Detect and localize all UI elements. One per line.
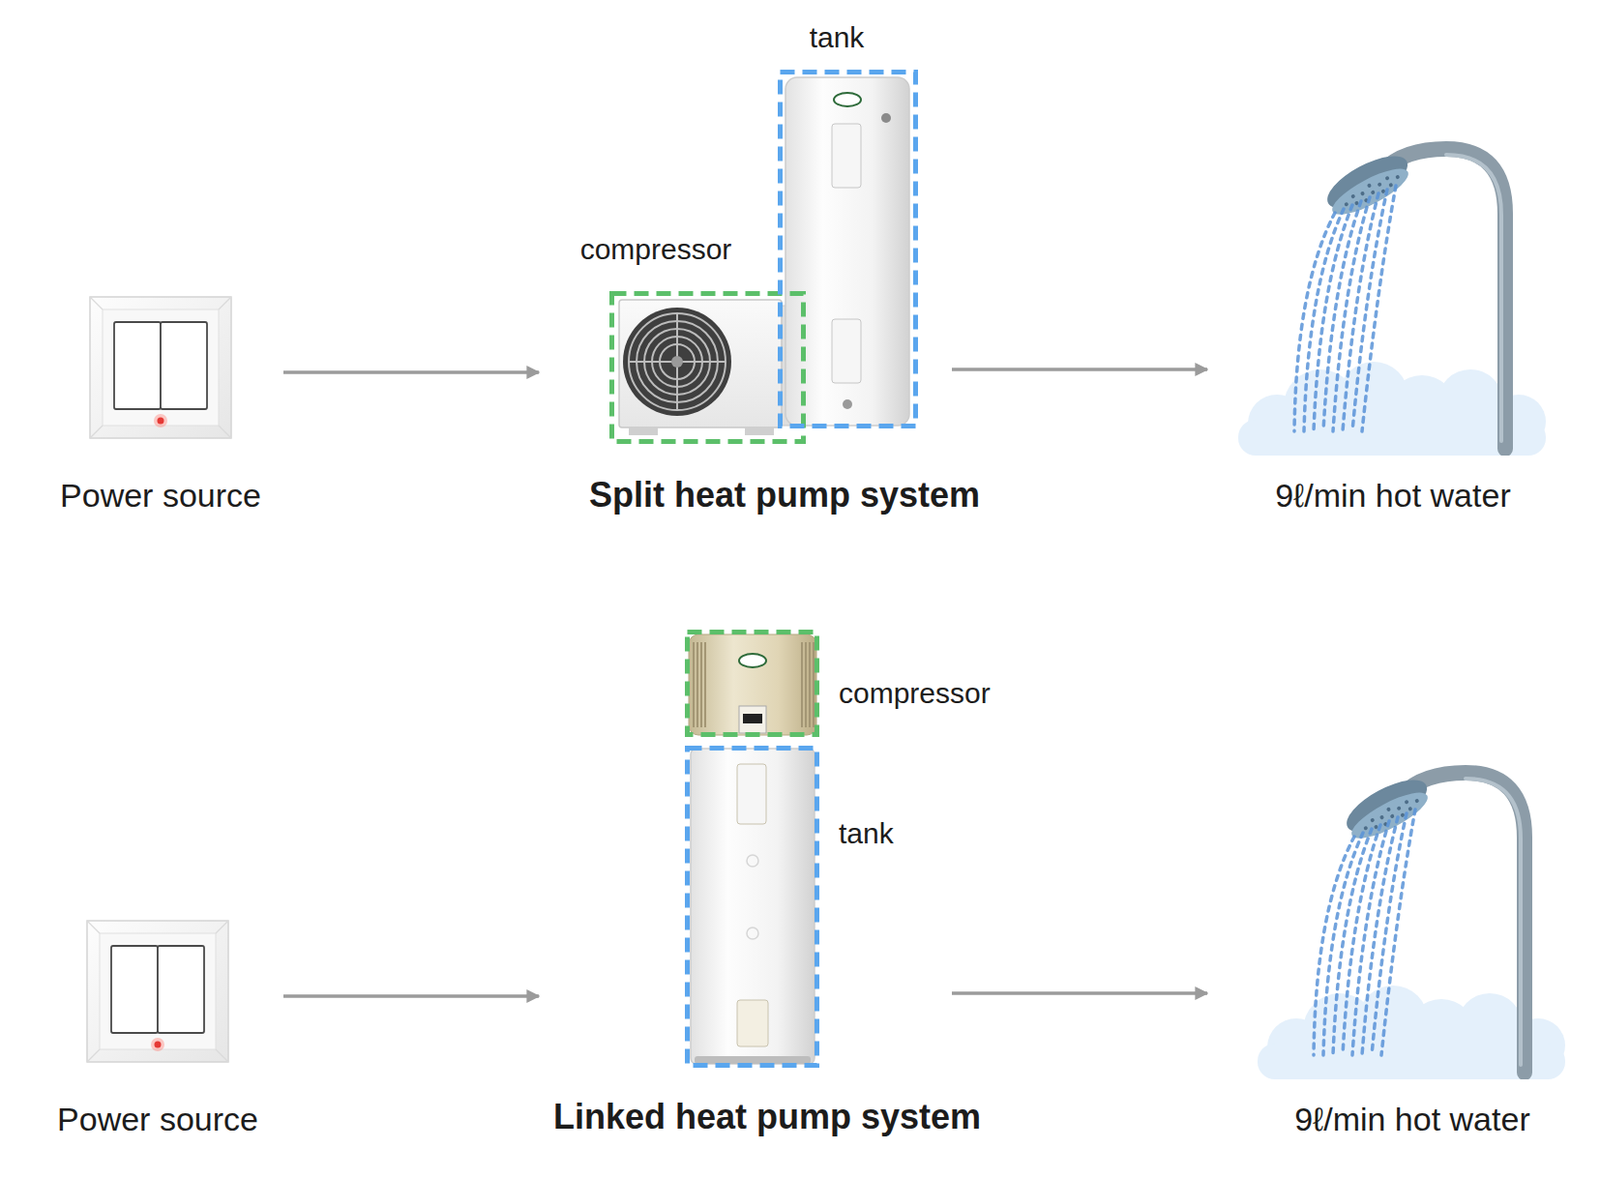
side-grille: [799, 642, 815, 728]
system-title: Split heat pump system: [589, 474, 980, 516]
shower-icon: [1238, 146, 1546, 456]
dashed-border: [687, 748, 818, 1067]
node-label: Power source: [59, 475, 262, 516]
heat-pump-top: [688, 634, 817, 736]
display: [742, 713, 763, 724]
flow-arrow: [283, 370, 539, 375]
access-panel: [737, 764, 767, 825]
system-group: Linked heat pump systemcompressortank: [538, 609, 952, 1137]
hot-water-output: 9ℓ/min hot water: [1207, 759, 1575, 1147]
unit-foot: [744, 427, 774, 436]
dashed-border: [612, 294, 804, 443]
port: [746, 855, 759, 867]
node-label: 9ℓ/min hot water: [1294, 1099, 1530, 1140]
port: [746, 927, 759, 940]
control-panel: [739, 706, 767, 734]
access-panel: [831, 123, 861, 188]
side-grille: [690, 642, 707, 728]
flow-arrow: [951, 991, 1208, 996]
outdoor-unit: [619, 299, 800, 436]
access-panel: [831, 319, 861, 384]
dashed-outline: [684, 629, 820, 738]
compressor-box: compressor: [609, 291, 806, 445]
brand-badge: [833, 92, 861, 107]
unit-body: [619, 299, 782, 428]
linked-unit: [688, 634, 817, 1065]
fan-hub: [671, 355, 683, 368]
hot-water-output: 9ℓ/min hot water: [1207, 135, 1575, 523]
shower-icon: [1257, 770, 1566, 1080]
node-label: Power source: [57, 1099, 259, 1140]
node-label: tank: [809, 20, 865, 56]
tank-body: [690, 748, 815, 1065]
node-label: compressor: [838, 676, 991, 712]
node-label: compressor: [580, 232, 733, 267]
brand-badge: [739, 653, 767, 668]
system-group: Split heat pump systemcompressortank: [538, 19, 952, 533]
node-label: 9ℓ/min hot water: [1274, 475, 1511, 516]
unit-foot: [628, 427, 658, 436]
flow-arrow: [951, 367, 1208, 372]
tank-box: tank: [684, 745, 820, 1068]
node-label: tank: [838, 816, 894, 852]
switch-icon: [87, 920, 229, 1063]
dashed-outline: [609, 291, 806, 445]
grille-rings: [628, 313, 726, 411]
tank-base: [694, 1056, 811, 1065]
access-panel: [737, 1000, 769, 1047]
dashed-outline: [777, 69, 919, 429]
switch-icon: [89, 296, 232, 439]
tank-box: tank: [777, 69, 919, 429]
flow-arrow: [283, 994, 539, 999]
power-source: Power source: [38, 290, 284, 523]
tank-valve: [881, 113, 891, 123]
compressor-box: compressor: [684, 629, 820, 738]
dashed-border: [687, 632, 818, 736]
dashed-outline: [684, 745, 820, 1068]
drain-valve: [842, 399, 853, 410]
dashed-border: [780, 72, 917, 427]
system-title: Linked heat pump system: [553, 1096, 981, 1138]
power-source: Power source: [38, 914, 284, 1147]
fan-grille: [622, 307, 732, 416]
